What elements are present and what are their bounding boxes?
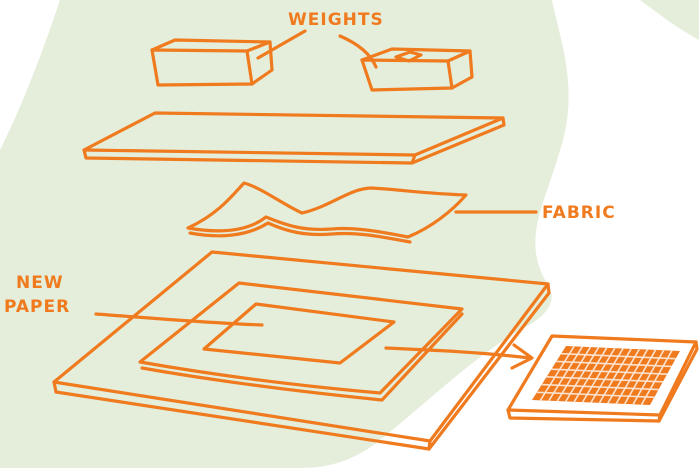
label-new-paper-line2: PAPER xyxy=(4,297,70,317)
backdrop-corner xyxy=(640,0,699,40)
label-new-paper-line1: NEW xyxy=(16,273,64,293)
label-weights: WEIGHTS xyxy=(288,10,384,30)
label-fabric: FABRIC xyxy=(542,203,616,223)
mould-deckle xyxy=(508,336,697,421)
